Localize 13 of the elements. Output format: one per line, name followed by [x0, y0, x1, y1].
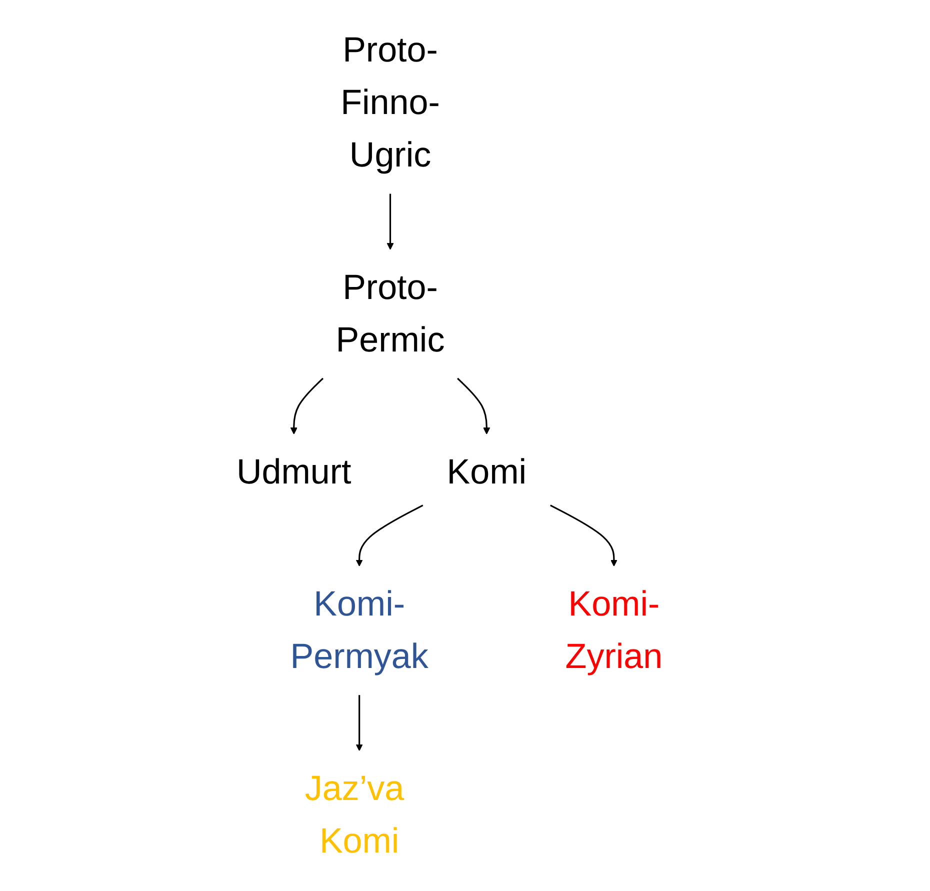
node-text: Komi-Zyrian — [565, 584, 663, 676]
arrow — [457, 377, 490, 434]
arrow — [356, 694, 363, 751]
arrow — [386, 193, 394, 250]
arrow — [356, 504, 424, 566]
arrow — [290, 377, 324, 434]
node-text: Jaz’va Komi — [304, 768, 404, 860]
node-text: Komi-Permyak — [290, 584, 428, 676]
node-text: Proto-Permic — [336, 267, 445, 359]
node-text: Udmurt — [236, 452, 352, 491]
node-text: Komi — [446, 452, 527, 491]
node-text: Proto-Finno-Ugric — [340, 30, 440, 174]
arrow — [550, 504, 618, 566]
